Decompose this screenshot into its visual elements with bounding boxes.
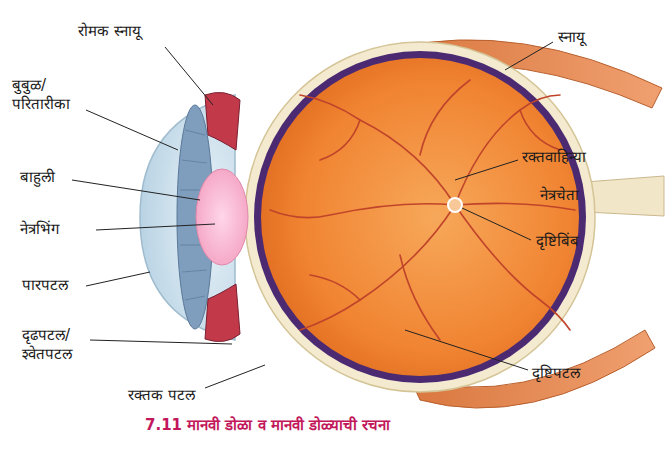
lens: [196, 169, 248, 265]
part-label: बाहुली: [20, 168, 55, 187]
part-label: दृढपटल/ श्वेतपटल: [22, 326, 92, 364]
part-label: स्नायू: [558, 28, 585, 47]
part-label: पारपटल: [22, 276, 68, 295]
part-label: रक्तवाहिन्या: [522, 148, 586, 167]
optic-disc: [448, 198, 462, 212]
sclera: [245, 42, 595, 392]
part-label: नेत्रभिंग: [20, 220, 59, 239]
part-label: रोमक स्नायू: [78, 22, 141, 41]
ciliary-muscle: [205, 284, 240, 342]
blood-vessels: [270, 80, 575, 340]
optic-nerve: [585, 176, 664, 216]
leader-lines: [72, 42, 553, 388]
part-label: रक्तक पटल: [128, 386, 195, 405]
retina: [261, 58, 579, 376]
part-label: नेत्रचेता: [540, 186, 579, 205]
part-label: बुबुळ/ परितारीका: [12, 76, 84, 114]
part-label: दृष्टिबिंब: [536, 232, 579, 251]
choroid: [254, 51, 586, 383]
part-label: दृष्टिपटल: [532, 364, 580, 383]
figure-caption: 7.11 मानवी डोळा व मानवी डोळ्याची रचना: [145, 414, 390, 434]
